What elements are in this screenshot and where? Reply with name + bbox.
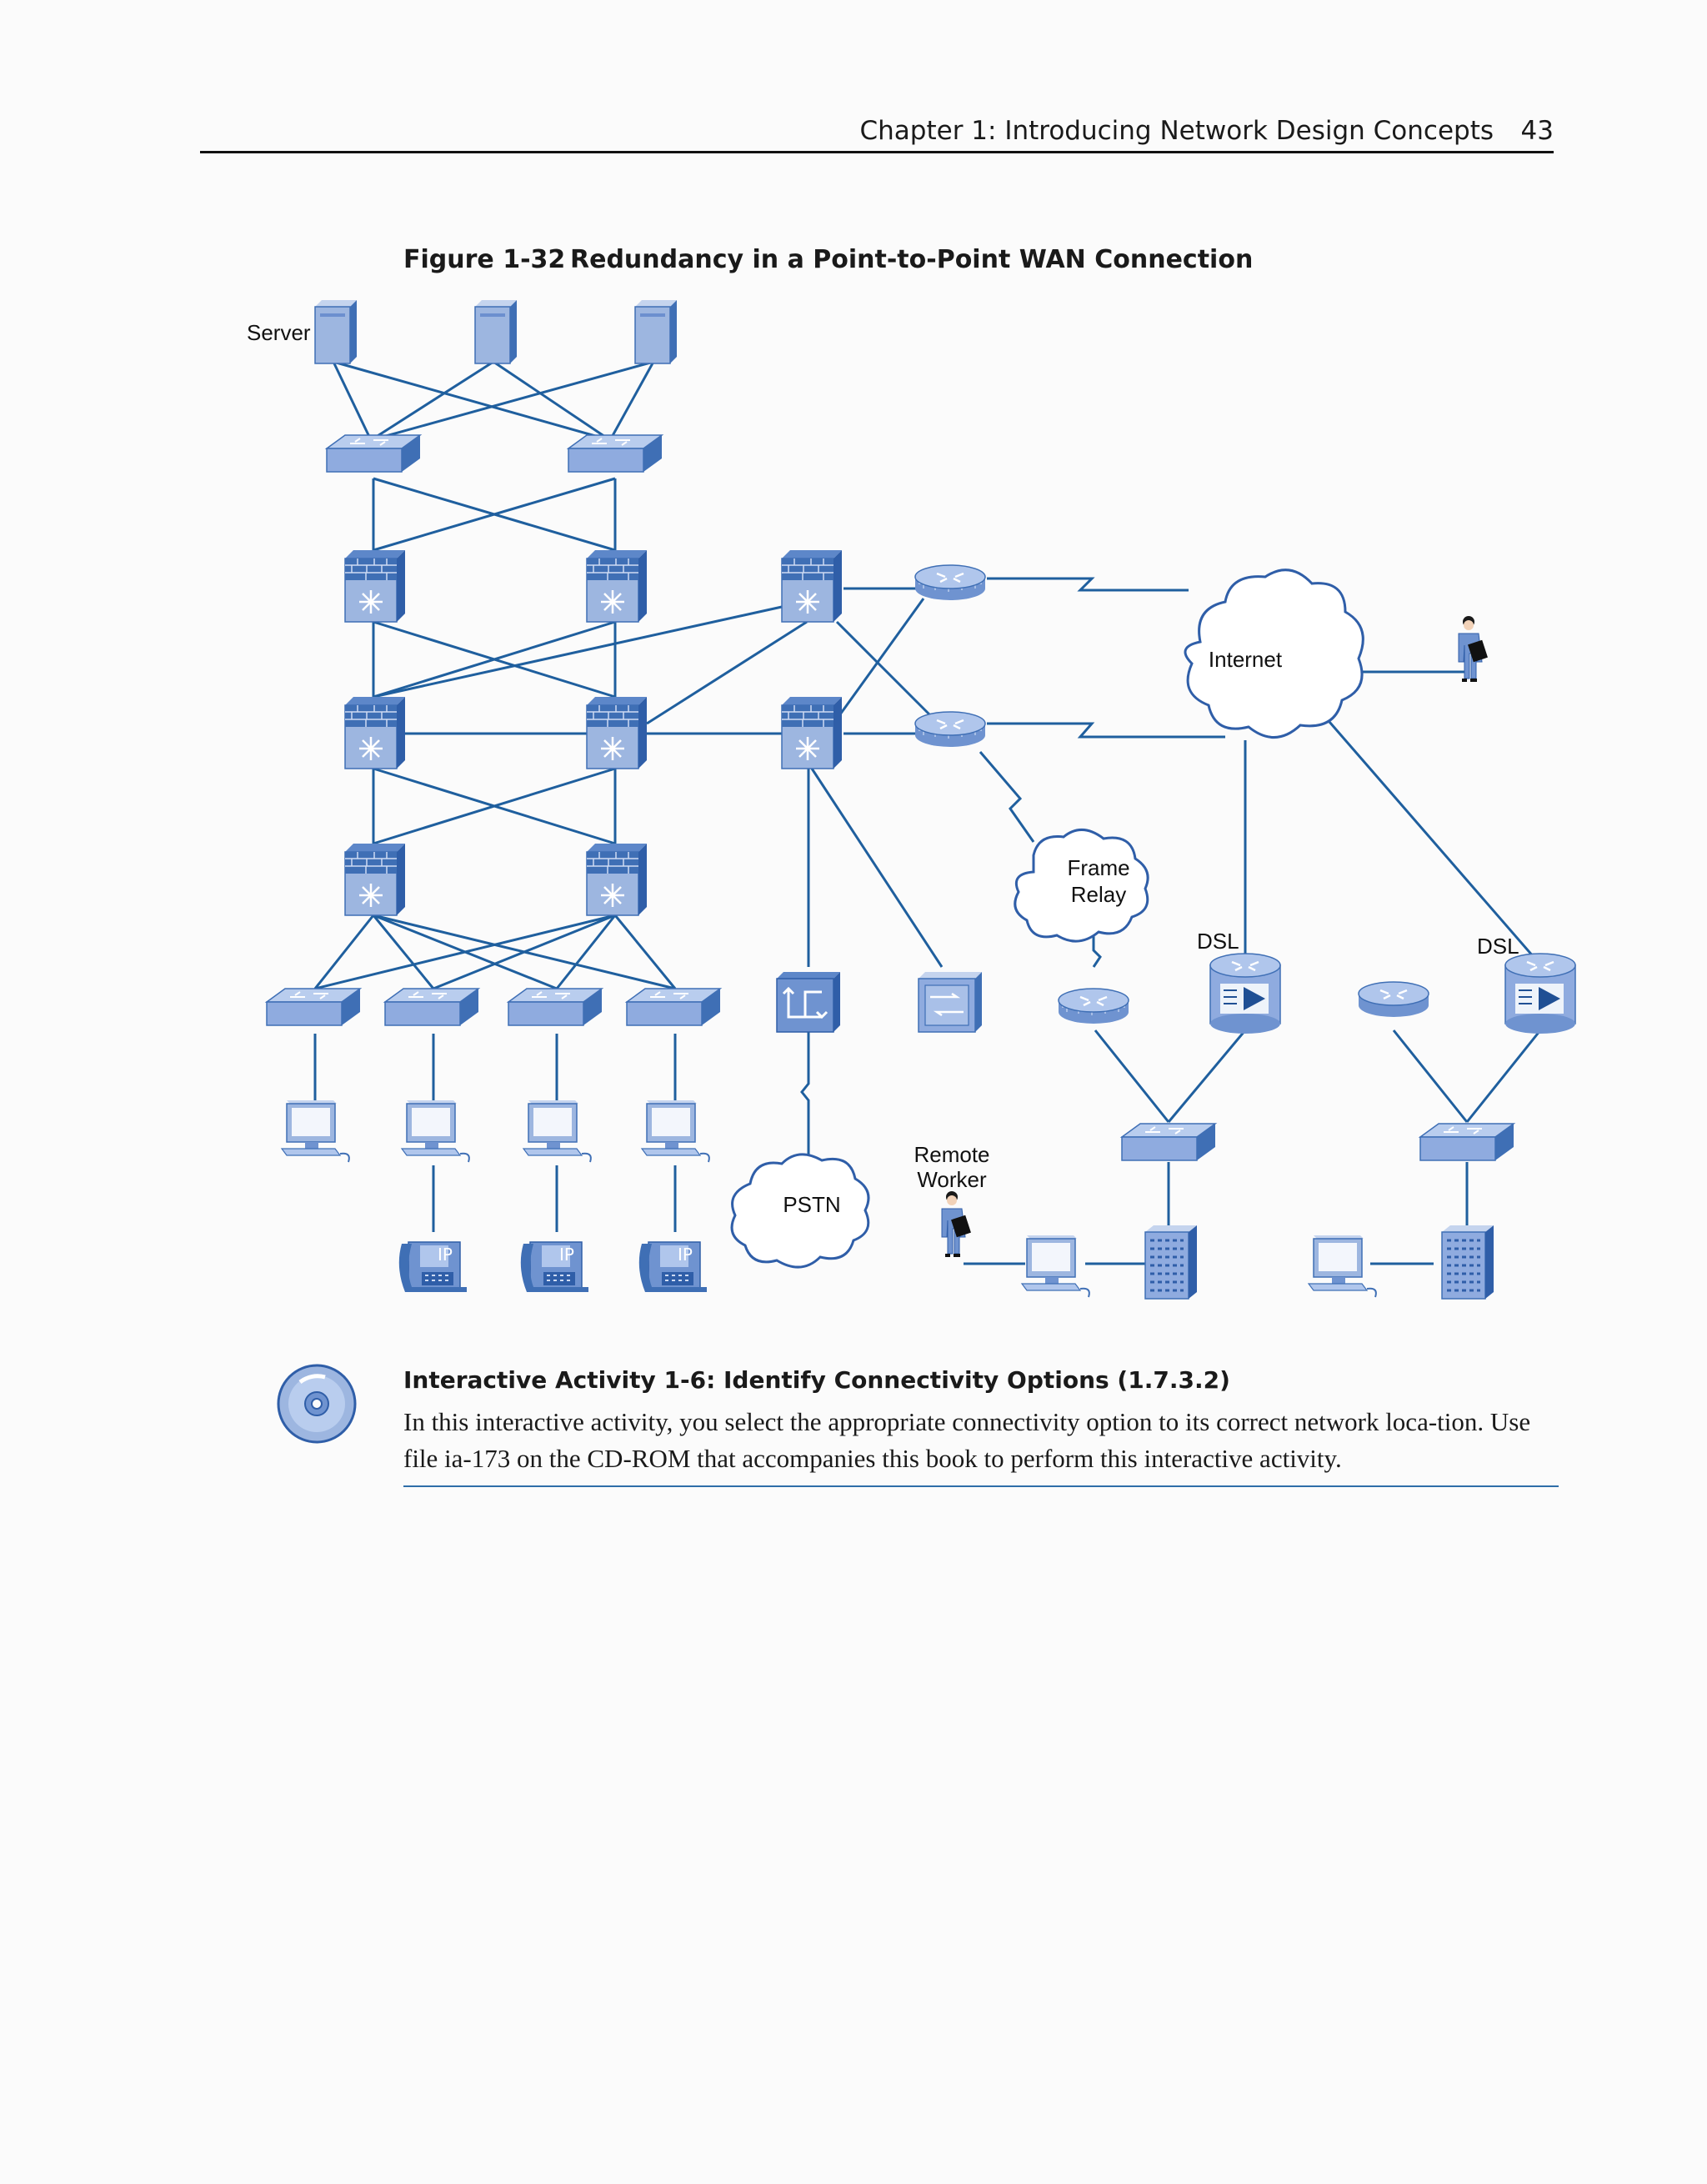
ip-phone-icon bbox=[398, 1241, 468, 1293]
header-rule bbox=[200, 151, 1554, 153]
internet-label: Internet bbox=[1209, 647, 1283, 672]
pc-icon bbox=[641, 1100, 710, 1163]
running-head: Chapter 1: Introducing Network Design Co… bbox=[200, 112, 1554, 153]
remote-worker-label-line2: Worker bbox=[917, 1167, 987, 1192]
router-icon bbox=[1357, 980, 1430, 1019]
multilayer-firewall-icon bbox=[780, 695, 843, 770]
figure-title: Redundancy in a Point-to-Point WAN Conne… bbox=[570, 245, 1254, 274]
multilayer-firewall-icon bbox=[343, 549, 407, 624]
switch-icon bbox=[626, 988, 721, 1026]
ip-phone-icon bbox=[638, 1241, 708, 1293]
multilayer-firewall-icon bbox=[343, 842, 407, 917]
switch-icon bbox=[568, 434, 663, 473]
building-icon bbox=[1440, 1224, 1495, 1300]
frame-relay-label-line2: Relay bbox=[1071, 882, 1126, 907]
remote-worker-label-line1: Remote bbox=[914, 1142, 989, 1167]
pc-icon bbox=[523, 1100, 592, 1163]
dsl-modem-icon bbox=[1209, 952, 1282, 1035]
building-icon bbox=[1144, 1224, 1199, 1300]
pstn-cloud: PSTN bbox=[730, 1153, 870, 1269]
internet-cloud: Internet bbox=[1184, 569, 1364, 739]
dsl-label-right: DSL bbox=[1477, 934, 1519, 959]
voice-switch-icon bbox=[775, 970, 842, 1034]
ip-phone-label: IP bbox=[678, 1245, 693, 1265]
multilayer-firewall-icon bbox=[585, 842, 648, 917]
switch-icon bbox=[1419, 1123, 1514, 1161]
multilayer-firewall-icon bbox=[343, 695, 407, 770]
interactive-activity: Interactive Activity 1-6: Identify Conne… bbox=[403, 1364, 1559, 1477]
server-icon bbox=[314, 299, 358, 364]
pstn-label: PSTN bbox=[783, 1192, 840, 1217]
server-label: Server bbox=[247, 320, 311, 345]
switch-icon bbox=[1121, 1123, 1216, 1161]
pc-icon bbox=[281, 1100, 350, 1163]
pc-icon bbox=[1021, 1235, 1090, 1298]
ip-phone-icon bbox=[519, 1241, 589, 1293]
network-links bbox=[313, 360, 1542, 1265]
activity-title: Interactive Activity 1-6: Identify Conne… bbox=[403, 1366, 1230, 1394]
frame-relay-cloud: Frame Relay bbox=[1014, 829, 1149, 943]
multilayer-firewall-icon bbox=[585, 695, 648, 770]
activity-rule bbox=[403, 1485, 1559, 1487]
router-icon bbox=[914, 710, 987, 749]
dsl-label-left: DSL bbox=[1197, 929, 1239, 954]
switch-icon bbox=[266, 988, 361, 1026]
cd-rom-icon bbox=[277, 1364, 357, 1444]
server-icon bbox=[474, 299, 518, 364]
pc-icon bbox=[1308, 1235, 1377, 1298]
switch-icon bbox=[326, 434, 421, 473]
remote-worker-icon bbox=[941, 1190, 972, 1258]
multilayer-firewall-icon bbox=[780, 549, 843, 624]
page-number: 43 bbox=[1520, 116, 1554, 146]
dsl-modem-icon bbox=[1504, 952, 1577, 1035]
router-icon bbox=[1057, 987, 1130, 1025]
ip-phone-label: IP bbox=[438, 1245, 453, 1265]
router-icon bbox=[914, 564, 987, 602]
switch-icon bbox=[384, 988, 479, 1026]
ip-phone-label: IP bbox=[559, 1245, 574, 1265]
switch-icon bbox=[508, 988, 603, 1026]
server-icon bbox=[634, 299, 678, 364]
pc-icon bbox=[401, 1100, 470, 1163]
multilayer-firewall-icon bbox=[585, 549, 648, 624]
chapter-title: Chapter 1: Introducing Network Design Co… bbox=[859, 116, 1494, 146]
network-diagram: Internet Frame Relay PSTN Server DSL DSL… bbox=[247, 299, 1577, 1300]
access-server-icon bbox=[917, 970, 984, 1034]
figure-number: Figure 1-32 bbox=[403, 245, 566, 274]
frame-relay-label-line1: Frame bbox=[1067, 855, 1129, 880]
activity-body: In this interactive activity, you select… bbox=[403, 1407, 1531, 1473]
